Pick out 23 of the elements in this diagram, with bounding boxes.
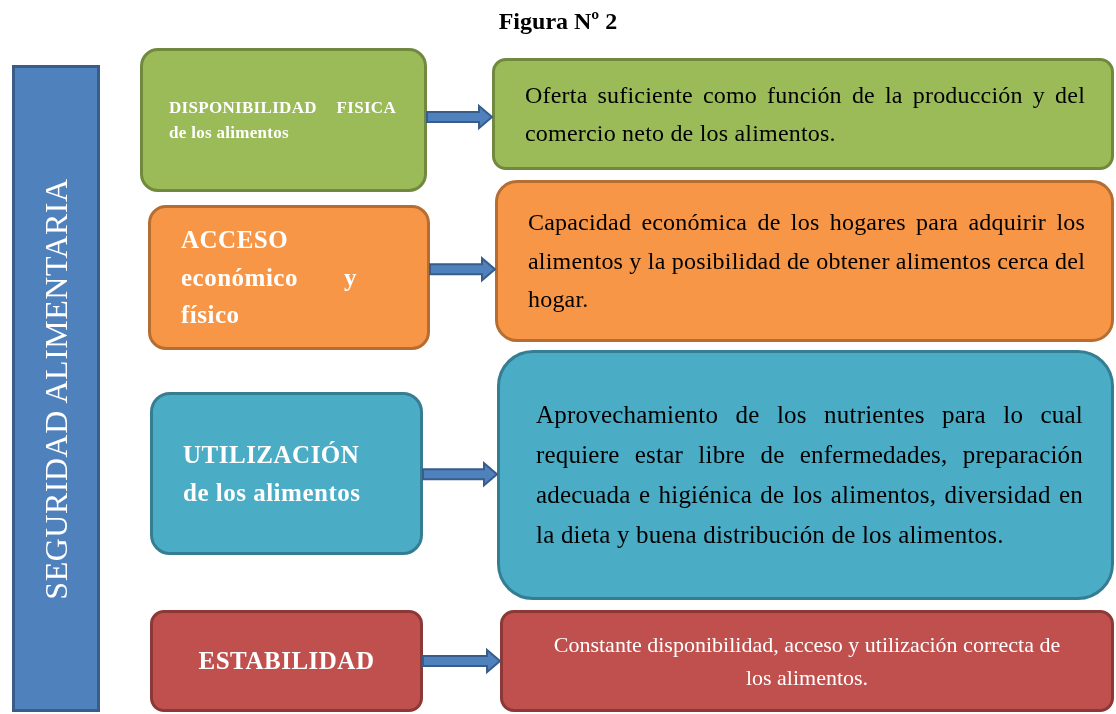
category-label: ACCESO económico y físico <box>181 225 357 331</box>
category-box <box>140 48 427 192</box>
vertical-banner <box>12 65 100 712</box>
banner-label: SEGURIDAD ALIMENTARIA <box>37 177 75 600</box>
figure-title: Figura Nº 2 <box>497 8 619 35</box>
description-text: Capacidad económica de los hogares para adquirir los alimentos y la posibilidad de obtener alimentos cerca del hogar. <box>528 208 1085 315</box>
category-label: DISPONIBILIDAD FISICA de los alimentos <box>169 96 396 144</box>
category-label: UTILIZACIÓN de los alimentos <box>183 440 362 508</box>
description-box <box>495 180 1114 342</box>
block-arrow <box>429 256 497 283</box>
description-box <box>500 610 1114 712</box>
category-box <box>148 205 430 350</box>
category-label: ESTABILIDAD <box>197 646 376 677</box>
block-arrow <box>426 103 494 131</box>
category-box <box>150 610 423 712</box>
description-text: Oferta suficiente como función de la producción y del comercio neto de los alimentos. <box>525 80 1085 148</box>
block-arrow <box>422 461 499 488</box>
block-arrow <box>422 647 502 675</box>
description-box <box>497 350 1114 600</box>
description-text: Aprovechamiento de los nutrientes para lo cual requiere estar libre de enfermedades, preparación adecuada e higiénica de los alimentos, diversidad en la dieta y buena distribución de los alimentos. <box>536 400 1083 550</box>
description-text: Constante disponibilidad, acceso y utilización correcta de los alimentos. <box>552 631 1062 692</box>
description-box <box>492 58 1114 170</box>
category-box <box>150 392 423 555</box>
